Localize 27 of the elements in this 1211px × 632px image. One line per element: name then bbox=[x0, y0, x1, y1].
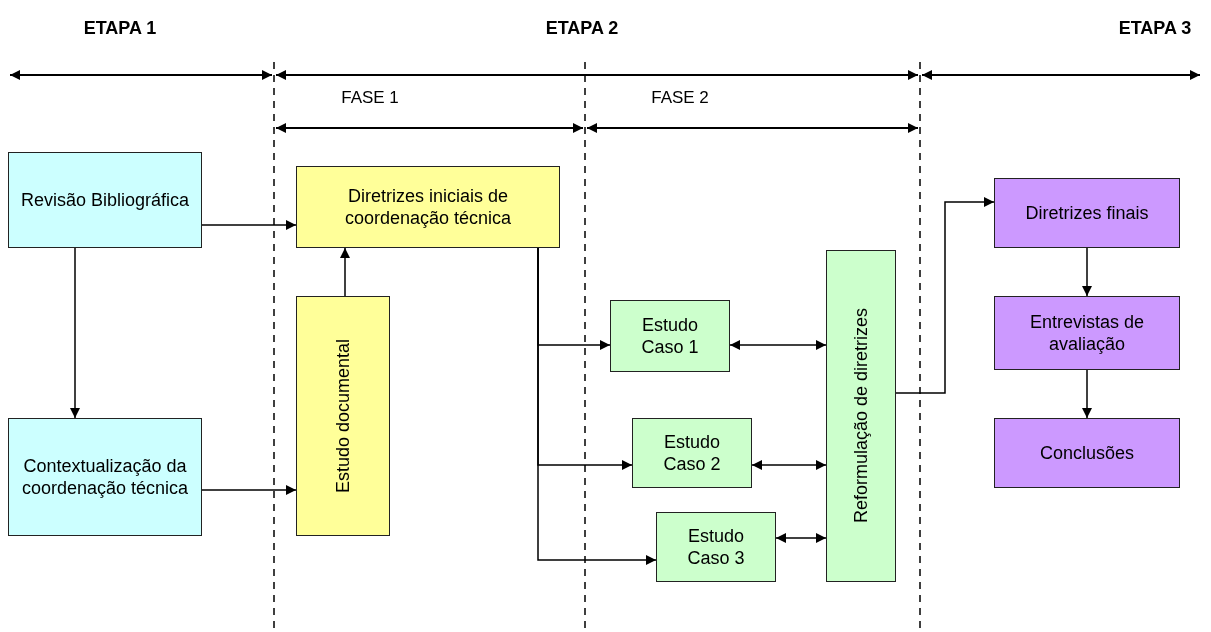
process-box: Revisão Bibliográfica bbox=[8, 152, 202, 248]
arrow bbox=[895, 197, 995, 394]
vertical-process-box: Estudo documental bbox=[296, 296, 390, 536]
arrow bbox=[70, 247, 80, 419]
arrow bbox=[729, 340, 827, 350]
arrow bbox=[1082, 247, 1092, 297]
stage-heading: ETAPA 2 bbox=[545, 18, 619, 39]
process-box: Estudo Caso 1 bbox=[610, 300, 730, 372]
stage-heading: ETAPA 1 bbox=[83, 18, 157, 39]
arrow bbox=[340, 247, 350, 297]
arrow bbox=[751, 460, 827, 470]
phase-label: FASE 2 bbox=[651, 88, 709, 108]
process-box: Diretrizes iniciais de coordenação técnica bbox=[296, 166, 560, 248]
stage-heading: ETAPA 3 bbox=[1118, 18, 1192, 39]
process-box: Contextualização da coordenação técnica bbox=[8, 418, 202, 536]
arrow bbox=[201, 485, 297, 495]
process-box: Estudo Caso 3 bbox=[656, 512, 776, 582]
arrow bbox=[1082, 369, 1092, 419]
arrow bbox=[537, 247, 657, 565]
process-box: Entrevistas de avaliação bbox=[994, 296, 1180, 370]
phase-label: FASE 1 bbox=[341, 88, 399, 108]
arrow bbox=[201, 220, 297, 230]
vertical-process-box: Reformulação de diretrizes bbox=[826, 250, 896, 582]
arrow bbox=[775, 533, 827, 543]
process-box: Diretrizes finais bbox=[994, 178, 1180, 248]
process-box: Estudo Caso 2 bbox=[632, 418, 752, 488]
process-box: Conclusões bbox=[994, 418, 1180, 488]
